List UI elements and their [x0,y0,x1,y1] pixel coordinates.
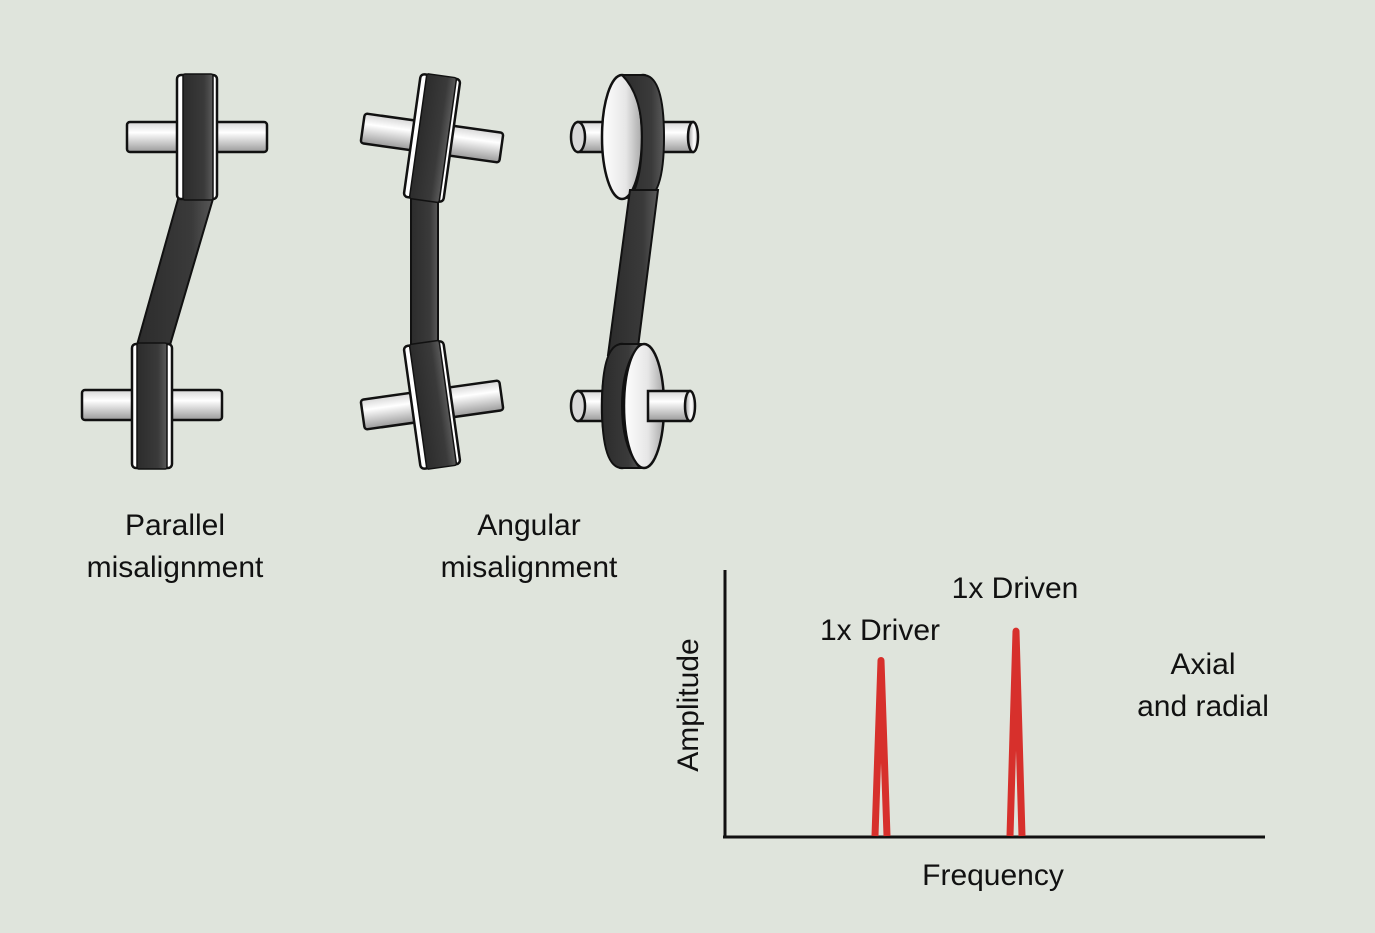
angular-misalignment-perspective-drawing [569,73,700,470]
spectrum-peak-driver [871,656,891,837]
parallel-misalignment-drawing [80,73,269,470]
parallel-label-line2: misalignment [87,551,264,584]
angular-side-upper-belt-wrap [408,73,458,204]
parallel-upper-belt-wrap [182,73,214,201]
angular-persp-belt-span [606,189,660,356]
spectrum-note-line2: and radial [1137,690,1269,723]
spectrum-peak-driven-label: 1x Driven [952,572,1079,605]
angular-persp-lower-shaft-end-right [683,389,697,423]
spectrum-peak-driven [1006,627,1026,837]
angular-persp-lower-shaft-end-left [569,389,587,423]
angular-misalignment-side-drawing [359,73,505,470]
parallel-lower-belt-wrap [136,342,168,470]
spectrum-note-line1: Axial [1170,648,1235,681]
angular-persp-upper-shaft-end-right [686,120,700,154]
angular-label-line1: Angular [477,509,580,542]
angular-side-belt-span [410,189,439,361]
angular-persp-upper-shaft-end-left [569,120,587,154]
angular-label-line2: misalignment [441,551,618,584]
angular-side-lower-belt-wrap [408,339,458,470]
spectrum-x-axis-label: Frequency [922,859,1064,892]
spectrum-y-axis-label: Amplitude [672,638,705,771]
vibration-spectrum: 1x Driver 1x Driven Amplitude Frequency … [672,570,1269,892]
parallel-belt-span [135,191,217,346]
spectrum-peak-driver-label: 1x Driver [820,614,940,647]
parallel-label-line1: Parallel [125,509,225,542]
angular-persp-lower-shaft-right [646,389,692,423]
angular-persp-lower-belt-wrap [600,343,643,469]
